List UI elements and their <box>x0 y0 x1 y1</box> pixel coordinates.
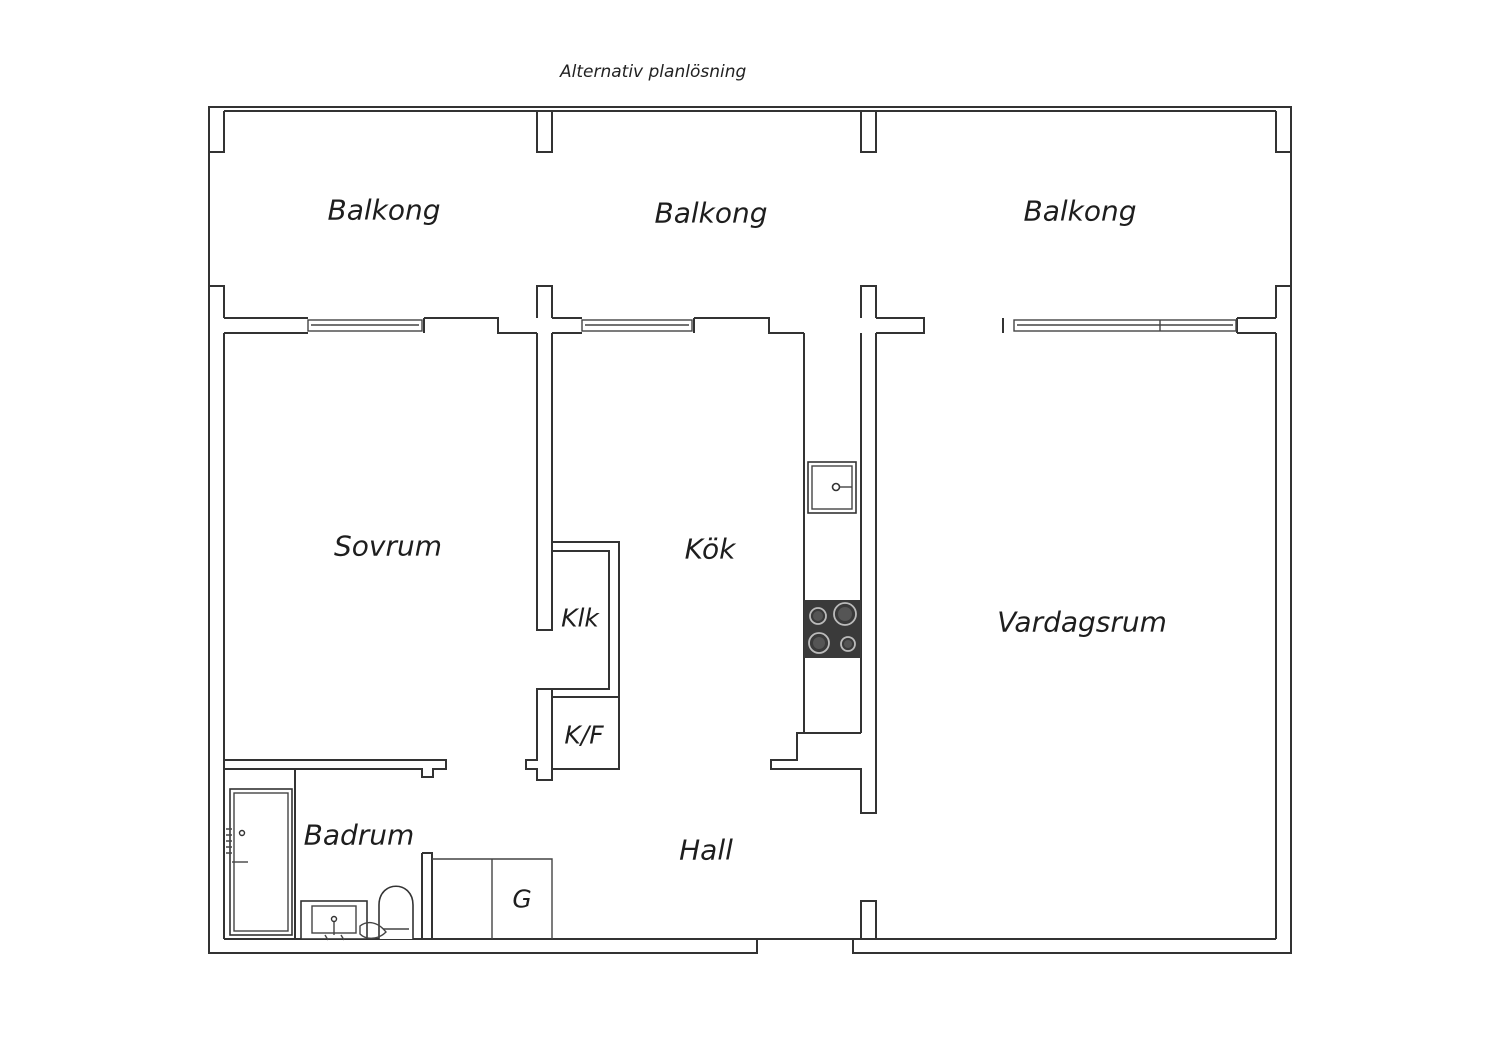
room-label-kf: K/F <box>564 720 604 750</box>
room-label-kok: Kök <box>684 532 736 566</box>
plan-caption: Alternativ planlösning <box>560 62 747 82</box>
room-label-hall: Hall <box>679 833 733 867</box>
windows <box>307 319 1237 332</box>
interior-walls <box>224 333 877 939</box>
room-label-g: G <box>512 884 532 914</box>
kitchen-sink <box>807 461 857 514</box>
balcony-dividers <box>536 111 877 318</box>
washbasin-icon <box>300 900 368 941</box>
room-label-klk: Klk <box>561 603 599 633</box>
toilet-icon <box>359 885 414 939</box>
room-label-balkong-1: Balkong <box>327 193 441 227</box>
room-label-vardagsrum: Vardagsrum <box>997 605 1167 639</box>
room-label-badrum: Badrum <box>303 818 415 852</box>
room-label-balkong-3: Balkong <box>1023 194 1137 228</box>
room-label-sovrum: Sovrum <box>333 529 443 563</box>
stove-icon <box>804 600 861 658</box>
room-label-balkong-2: Balkong <box>654 196 768 230</box>
shower-icon <box>226 788 293 936</box>
balcony-wall <box>224 317 1276 334</box>
